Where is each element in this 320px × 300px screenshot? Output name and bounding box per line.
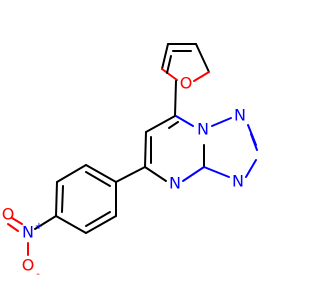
furan-oxygen-label: O <box>180 74 193 93</box>
nitro-positive-charge: + <box>35 221 43 232</box>
pyrimidine-bond-4 <box>182 166 205 182</box>
triazole-nitrogen-1-label: N <box>197 120 209 139</box>
pyrimidine-bond-3 <box>144 166 167 182</box>
structure-canvas: O N N N N N + O O - <box>1 43 258 280</box>
phenyl-ring <box>55 164 146 234</box>
furan-bond-c4-c5 <box>161 43 169 70</box>
pyrimidine-bond-1 <box>145 115 176 133</box>
triazole-nitrogen-3-label: N <box>232 172 244 191</box>
phenyl-double-bond-b <box>61 185 64 213</box>
phenyl-bond-2 <box>56 164 87 183</box>
furan-bond-c5-o <box>161 68 178 81</box>
chemical-structure-diagram: O N N N N N + O O - <box>2 43 258 280</box>
phenyl-double-bond-c <box>85 211 111 227</box>
furan-ring <box>161 43 210 82</box>
nitro-double-bond-b <box>7 223 19 232</box>
triazole-double-bond <box>250 133 258 151</box>
triazole-bond-1 <box>211 117 232 127</box>
nitro-double-bond-a <box>11 217 23 225</box>
triazole-nitrogen-2-label: N <box>234 106 246 125</box>
phenyl-bond-5 <box>85 215 117 234</box>
nitro-double-oxygen-label: O <box>2 205 15 224</box>
nitro-nitrogen-label: N <box>22 223 34 242</box>
nitro-group-bonds <box>7 215 57 256</box>
bond-phenyl-to-nitro <box>34 215 57 230</box>
phenyl-bond-4 <box>55 215 87 234</box>
nitro-single-oxygen-label: O <box>22 256 35 275</box>
bond-pyrimidine-to-phenyl <box>115 166 146 183</box>
phenyl-bond-3 <box>55 181 58 217</box>
phenyl-bond-1 <box>85 164 117 183</box>
triazole-bond-3 <box>245 159 257 178</box>
phenyl-double-bond-a <box>85 171 111 187</box>
furan-bond-c2-c3 <box>195 43 210 73</box>
pyrimidine-nitrogen-label: N <box>169 174 181 193</box>
nitro-negative-charge: - <box>36 269 40 280</box>
triazole-bond-4 <box>203 166 230 178</box>
bond-furan-to-pyrimidine <box>174 80 177 117</box>
pyrimidine-double-bond-b <box>168 121 179 129</box>
pyrimidine-bond-2 <box>144 131 147 168</box>
pyrimidine-bond-6 <box>175 115 194 127</box>
triazole-ring <box>203 117 258 178</box>
pyrimidine-ring <box>144 115 205 182</box>
furan-bond-o-c2 <box>193 71 210 82</box>
furan-double-bond-b <box>166 55 172 74</box>
